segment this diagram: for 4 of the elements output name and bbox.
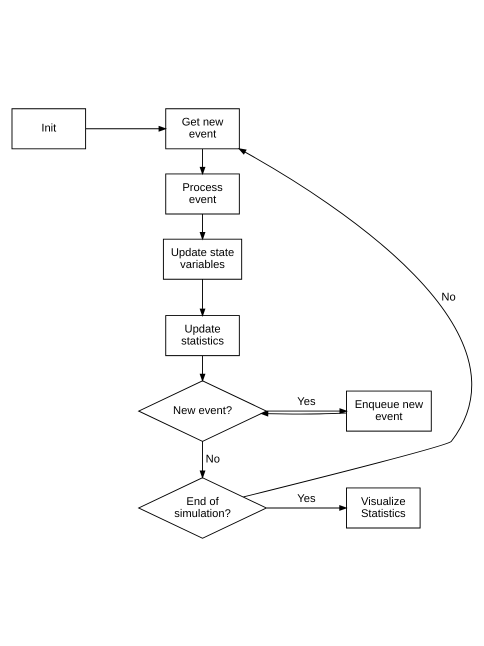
edge-label: Yes (297, 396, 316, 408)
edge-label: Yes (297, 492, 316, 505)
edge-label: No (206, 452, 220, 465)
edge-label: No (441, 290, 456, 303)
